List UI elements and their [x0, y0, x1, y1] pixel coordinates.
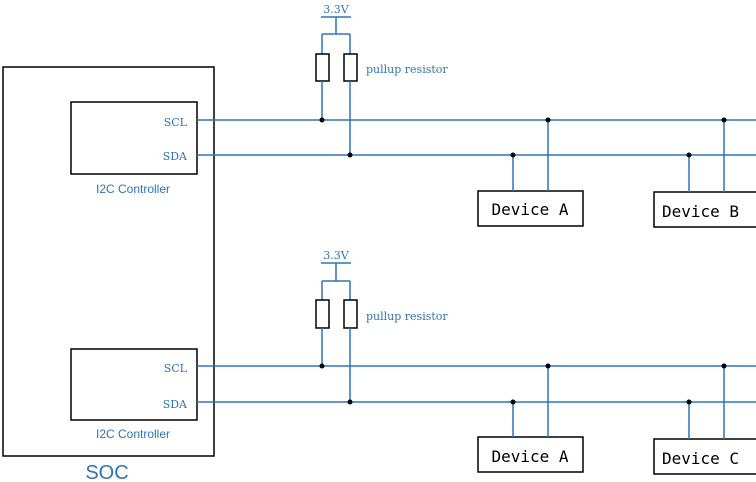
junction-dot	[319, 117, 325, 123]
pullup-resistor-sda	[343, 299, 358, 329]
junction-dot	[545, 363, 551, 369]
voltage-label: 3.3V	[323, 249, 349, 262]
scl-pin-label: SCL	[164, 116, 188, 129]
scl-pin-label: SCL	[164, 362, 188, 375]
device-a-label: Device A	[491, 447, 568, 466]
i2c-bus-2: SCL SDA I2C Controller 3.3V pullup resis…	[70, 249, 756, 475]
junction-dot	[545, 117, 551, 123]
pullup-label: pullup resistor	[366, 63, 448, 76]
junction-dot	[347, 152, 353, 158]
device-b-box	[653, 191, 756, 228]
junction-dot	[347, 399, 353, 405]
junction-dot	[510, 399, 516, 405]
junction-dot	[721, 363, 727, 369]
pullup-resistor-sda	[343, 53, 358, 82]
device-c-box	[653, 438, 756, 475]
soc-label: SOC	[85, 462, 128, 482]
pullup-resistor-scl	[315, 299, 330, 329]
sda-pin-label: SDA	[163, 398, 188, 411]
device-b-label: Device B	[662, 202, 739, 221]
device-a-box	[477, 436, 584, 473]
pullup-resistor-scl	[315, 53, 330, 82]
i2c-controller-label: I2C Controller	[96, 427, 170, 441]
voltage-label: 3.3V	[323, 3, 349, 16]
device-a-box	[477, 190, 584, 227]
i2c-controller-box	[70, 348, 198, 421]
device-c-label: Device C	[662, 449, 739, 468]
i2c-controller-box	[70, 101, 198, 175]
i2c-bus-1: SCL SDA I2C Controller 3.3V pullup resis…	[70, 3, 756, 228]
device-a-label: Device A	[491, 200, 568, 219]
pullup-label: pullup resistor	[366, 310, 448, 323]
sda-pin-label: SDA	[163, 150, 188, 163]
junction-dot	[686, 399, 692, 405]
junction-dot	[686, 152, 692, 158]
junction-dot	[510, 152, 516, 158]
junction-dot	[319, 363, 325, 369]
i2c-controller-label: I2C Controller	[96, 182, 170, 196]
junction-dot	[721, 117, 727, 123]
